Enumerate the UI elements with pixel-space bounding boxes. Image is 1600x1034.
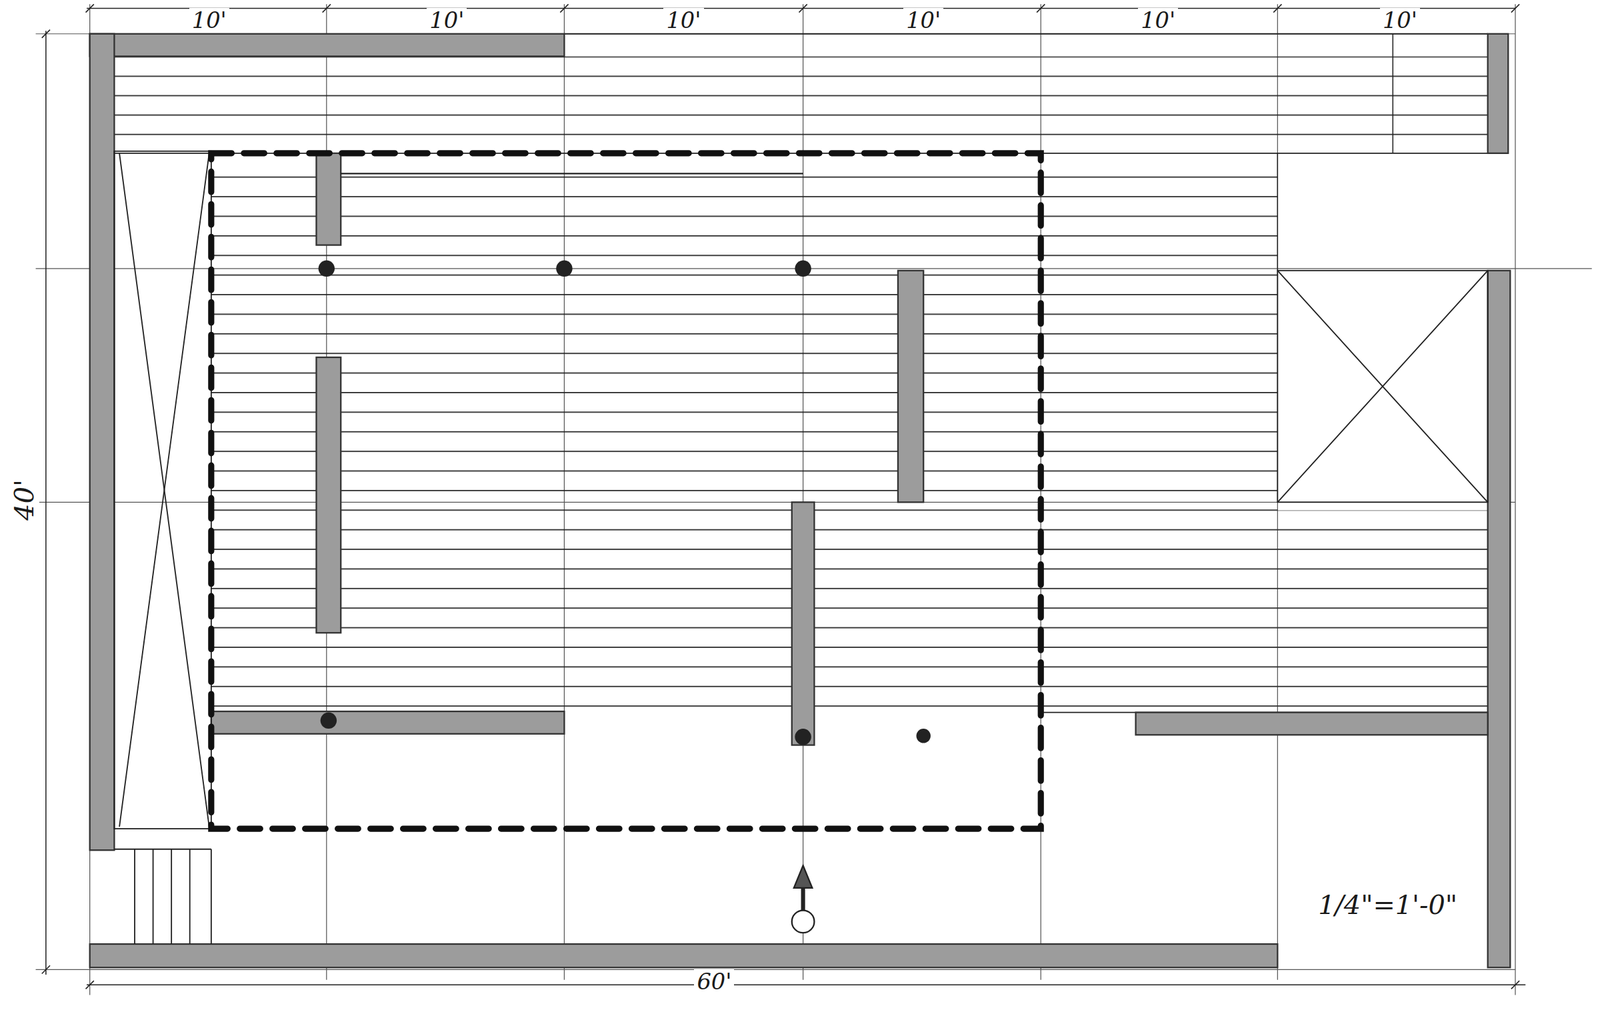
wall [1136,712,1488,736]
deck-edge [564,33,1488,35]
void [114,151,1488,829]
dimension-label: 10' [1380,8,1420,34]
wall [90,944,1278,968]
grid-lines [36,4,1592,995]
wall [316,153,341,246]
enclosure-outline [211,153,1041,829]
dimension-label: 40' [10,476,40,524]
wall [1488,270,1511,968]
wall-line [340,172,803,174]
floor-boards [211,176,1041,713]
deck-edge [1392,34,1394,154]
wall [792,502,815,745]
wall [90,34,115,850]
wall [90,34,565,57]
dimension-label: 10' [189,8,230,34]
dimension-label: 60' [694,969,734,995]
wall [211,711,565,734]
wall [316,357,341,633]
wall [898,270,924,502]
deck-boards [1277,510,1488,713]
walls [90,34,1511,968]
deck-edge [1277,153,1279,271]
stairs [114,849,211,944]
columns [318,260,931,746]
scale-note: 1/4"=1'-0" [1315,890,1460,920]
deck-boards [1040,176,1278,713]
dimension-label: 10' [1138,8,1178,34]
deck-boards [114,56,1488,153]
dimension-lines [42,4,1526,989]
entry-arrow [792,865,815,933]
dimension-label: 10' [426,8,467,34]
dimension-label: 10' [663,8,704,34]
dimension-label: 10' [903,8,944,34]
wall [1488,34,1509,154]
